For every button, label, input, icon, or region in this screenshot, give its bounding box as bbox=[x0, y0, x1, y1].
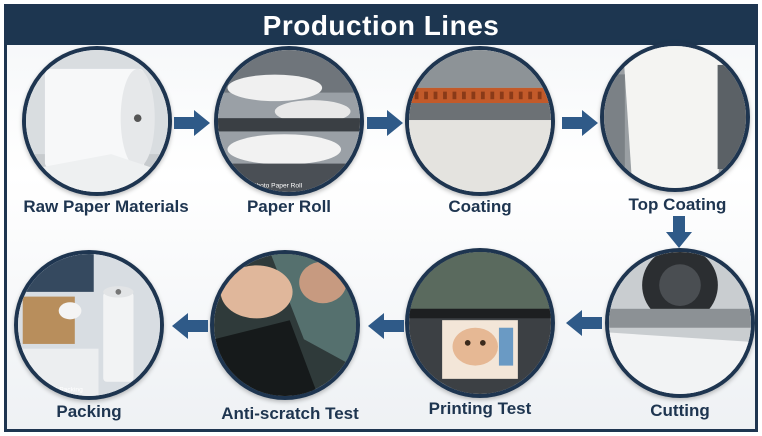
step-label-raw-paper: Raw Paper Materials bbox=[23, 197, 189, 216]
title-bar: Production Lines bbox=[7, 7, 755, 45]
step-anti-scratch-image bbox=[210, 250, 360, 400]
paper-roll-machine-icon: Photo Paper Roll bbox=[218, 50, 360, 192]
printer-icon bbox=[409, 252, 551, 394]
paper-roll-raw-icon bbox=[26, 50, 168, 192]
step-cutting-image bbox=[605, 248, 755, 398]
page-title: Production Lines bbox=[262, 10, 500, 41]
coating-machine-icon bbox=[409, 50, 551, 192]
scratch-test-icon bbox=[214, 254, 356, 396]
step-paper-roll-image: Photo Paper Roll bbox=[214, 46, 364, 196]
step-raw-paper-image bbox=[22, 46, 172, 196]
arrow-right-1-icon bbox=[174, 110, 210, 136]
step-coating-image bbox=[405, 46, 555, 196]
arrow-left-3-icon bbox=[172, 313, 208, 339]
top-coating-icon bbox=[604, 46, 746, 188]
step-label-printing-test: Printing Test bbox=[428, 399, 532, 418]
step-top-coating-image bbox=[600, 42, 750, 192]
step-label-top-coating: Top Coating bbox=[628, 195, 727, 214]
step-label-packing: Packing bbox=[56, 402, 122, 421]
paper-roll-overlay-text: Photo Paper Roll bbox=[252, 182, 302, 189]
packing-overlay-text: and Packing bbox=[46, 386, 83, 393]
step-label-paper-roll: Paper Roll bbox=[246, 197, 332, 216]
step-label-anti-scratch: Anti-scratch Test bbox=[221, 404, 359, 423]
arrow-right-3-icon bbox=[562, 110, 598, 136]
packing-icon: and Packing bbox=[18, 254, 160, 396]
step-packing-image: and Packing bbox=[14, 250, 164, 400]
step-label-cutting: Cutting bbox=[650, 401, 710, 420]
arrow-left-1-icon bbox=[566, 310, 602, 336]
arrow-right-2-icon bbox=[367, 110, 403, 136]
cutting-machine-icon bbox=[609, 252, 751, 394]
step-label-coating: Coating bbox=[448, 197, 512, 216]
arrow-down-icon bbox=[666, 216, 692, 248]
arrow-left-2-icon bbox=[368, 313, 404, 339]
step-printing-test-image bbox=[405, 248, 555, 398]
